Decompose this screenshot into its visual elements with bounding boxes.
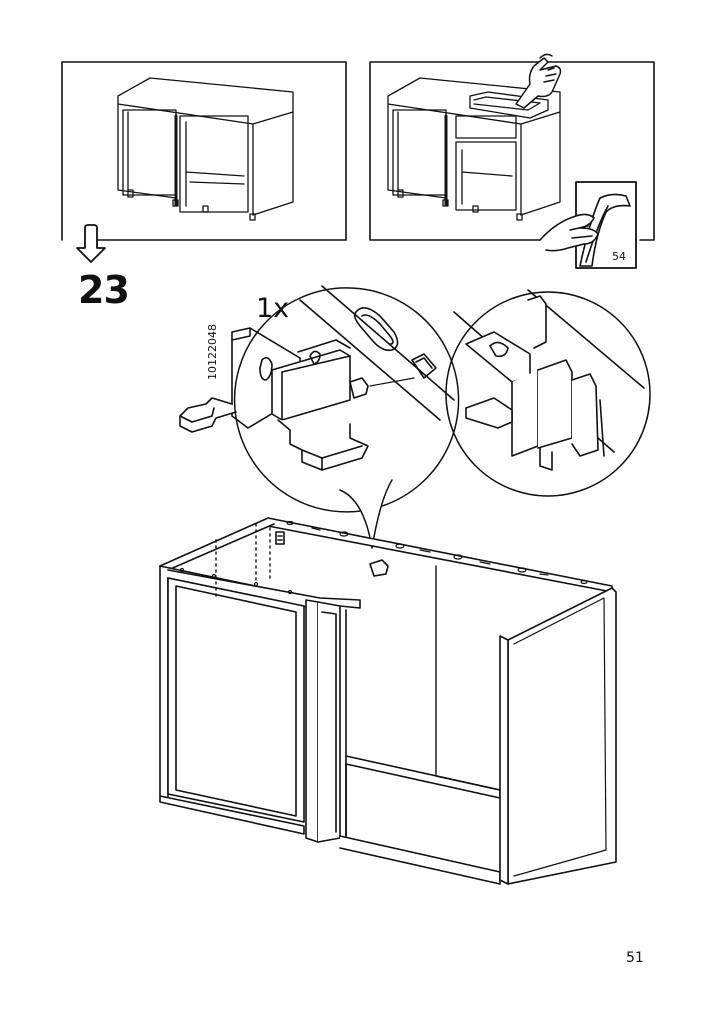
page-number: 51 xyxy=(626,950,644,966)
page-turn-icon xyxy=(539,181,637,269)
corner-cabinet-carcass xyxy=(159,517,617,885)
mounting-bracket-part xyxy=(179,327,415,471)
detail-callout xyxy=(233,285,651,549)
pointing-hand-icon xyxy=(515,53,562,109)
assembled-cabinet-drawing xyxy=(117,77,294,221)
reference-page-number: 54 xyxy=(612,250,626,263)
reference-frame-right xyxy=(369,53,655,269)
reference-frame-left xyxy=(61,61,347,241)
cabinet-with-sink-drawing xyxy=(387,77,561,221)
arrow-down-icon xyxy=(76,224,106,263)
part-number: 10122048 xyxy=(206,324,219,380)
step-number: 23 xyxy=(78,268,130,312)
quantity-label: 1x xyxy=(256,293,290,324)
